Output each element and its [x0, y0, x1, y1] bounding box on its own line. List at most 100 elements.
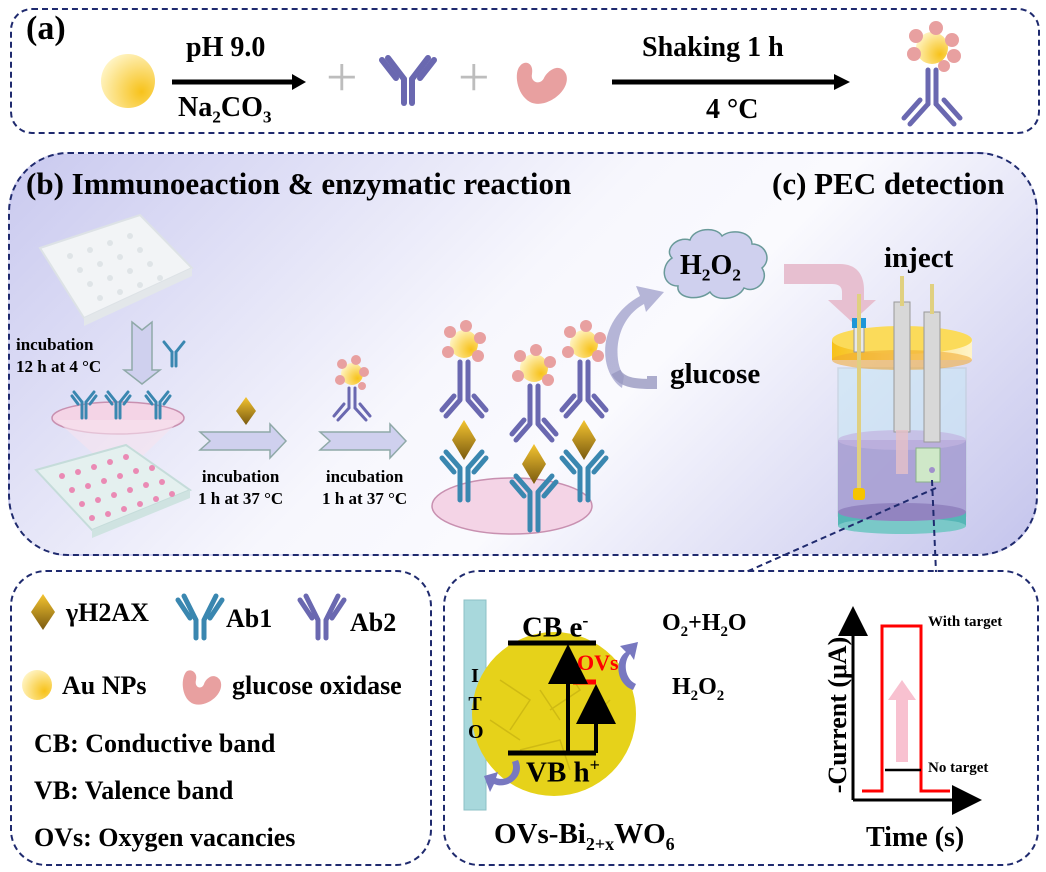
au-gox-ab2-conjugate-icon: [332, 355, 372, 422]
incubation-step-1: incubation 12 h at 4 °C: [16, 334, 101, 378]
incubation-step-2: incubation 1 h at 37 °C: [198, 466, 283, 510]
incubation-line: incubation: [16, 335, 94, 354]
incubation-line: incubation: [201, 467, 280, 486]
formula-part: O: [698, 674, 717, 700]
legend-label-au: Au NPs: [62, 671, 147, 700]
antibody-ab2-icon: [297, 593, 347, 641]
legend-definition-ovs: OVs: Oxygen vacancies: [34, 823, 296, 852]
antibody-ab1-icon: [175, 593, 225, 641]
microplate-coated-icon: [34, 443, 193, 538]
formula-part: CO: [220, 92, 263, 123]
panel-a-label: (a): [26, 10, 66, 47]
panel-a: [10, 8, 1040, 134]
formula-part: Na: [178, 92, 213, 123]
legend-label-ab1: Ab1: [226, 604, 273, 633]
cb-label: CB e-: [522, 610, 588, 645]
step2-condition-bottom: 4 °C: [706, 94, 759, 125]
material-label: OVs-Bi2+xWO6: [494, 818, 675, 855]
plus-sign-1: +: [326, 47, 358, 109]
h2o2-reduction-arrow: [618, 642, 638, 690]
incubation-line: 1 h at 37 °C: [198, 489, 284, 508]
formula-part: O: [727, 610, 747, 636]
formula-sub: 2: [716, 687, 725, 704]
h2o2-cloud-icon: [663, 228, 768, 300]
step2-condition-top: Shaking 1 h: [642, 32, 784, 63]
formula-sub: 2: [690, 687, 699, 704]
microplate-empty-icon: [38, 213, 194, 326]
ito-letter: O: [468, 721, 484, 743]
inject-label: inject: [884, 242, 954, 274]
graph-x-label: Time (s): [866, 822, 965, 853]
graph-y-label: -Current (μA): [823, 636, 852, 794]
glucose-oxidase-icon: [516, 62, 567, 104]
incubation-line: 12 h at 4 °C: [16, 357, 102, 376]
incubation-line: incubation: [325, 467, 404, 486]
ito-label: I T O: [468, 662, 484, 746]
step1-condition-bottom: Na2CO3: [178, 92, 272, 128]
pec-cell-icon: [832, 276, 972, 534]
formula-part: OVs-Bi: [494, 818, 586, 850]
glucose-label: glucose: [670, 358, 761, 390]
plus-sign-2: +: [458, 47, 490, 109]
inject-arrow: [784, 264, 876, 322]
h2o2-reactant-label: H2O2: [672, 674, 724, 705]
no-target-label: No target: [928, 760, 989, 776]
legend-panel: [10, 570, 432, 866]
ovs-label: OVs: [577, 650, 619, 675]
formula-part: WO: [614, 818, 666, 850]
formula-sub: 2: [732, 265, 741, 285]
formula-part: +H: [688, 610, 721, 636]
formula-sub: 2: [701, 265, 711, 285]
legend-definition-vb: VB: Valence band: [34, 776, 234, 805]
band-sup: +: [589, 755, 600, 775]
with-target-label: With target: [928, 614, 1003, 630]
band-text: VB h: [526, 756, 590, 789]
formula-sub: 2+x: [585, 833, 615, 854]
diamond-antigen-icon: [31, 594, 55, 630]
formula-part: H: [680, 250, 702, 281]
legend-label-antigen: γH2AX: [66, 598, 149, 627]
o2-h2o-label: O2+H2O: [662, 610, 747, 641]
formula-part: O: [662, 610, 681, 636]
increase-arrow: [888, 680, 916, 762]
incubation-step-3: incubation 1 h at 37 °C: [322, 466, 407, 510]
formula-sub: 2: [720, 623, 728, 640]
hole-transfer-arrow: [484, 760, 520, 792]
diamond-antigen-icon: [236, 397, 256, 425]
ito-letter: T: [468, 693, 482, 715]
ito-letter: I: [471, 665, 479, 687]
antibody-ab2-icon: [379, 55, 437, 106]
immobilized-ab1-group: [70, 390, 172, 420]
legend-definition-cb: CB: Conductive band: [34, 729, 276, 758]
photocurrent-graph: [838, 606, 982, 815]
panel-c-title: (c) PEC detection: [772, 166, 1005, 201]
legend-label-gox: glucose oxidase: [232, 671, 402, 700]
panel-b-title: (b) Immunoeaction & enzymatic reaction: [26, 166, 572, 201]
gold-nanoparticle-icon: [101, 54, 155, 108]
formula-sub: 3: [262, 107, 272, 127]
band-sup: -: [582, 610, 589, 630]
step1-condition-top: pH 9.0: [186, 32, 266, 63]
h2o2-label: H2O2: [680, 250, 741, 286]
flow-arrow-2: [318, 422, 408, 460]
flow-arrow-1: [198, 422, 288, 460]
formula-sub: 2: [212, 107, 221, 127]
formula-sub: 2: [680, 623, 689, 640]
mechanism-panel: [443, 570, 1039, 866]
formula-part: H: [672, 674, 691, 700]
with-target-trace: [862, 624, 950, 793]
band-text: CB e: [522, 611, 583, 644]
enzymatic-curved-arrow: [605, 286, 664, 388]
legend-label-ab2: Ab2: [350, 608, 397, 637]
incubation-line: 1 h at 37 °C: [322, 489, 408, 508]
sandwich-complex-group: [439, 320, 609, 533]
formula-part: O: [710, 250, 733, 281]
au-gox-ab2-conjugate-icon: [901, 21, 963, 127]
vb-label: VB h+: [526, 755, 600, 790]
callout-line-left: [745, 487, 937, 573]
callout-line-right: [931, 479, 937, 573]
down-arrow: [121, 320, 163, 385]
